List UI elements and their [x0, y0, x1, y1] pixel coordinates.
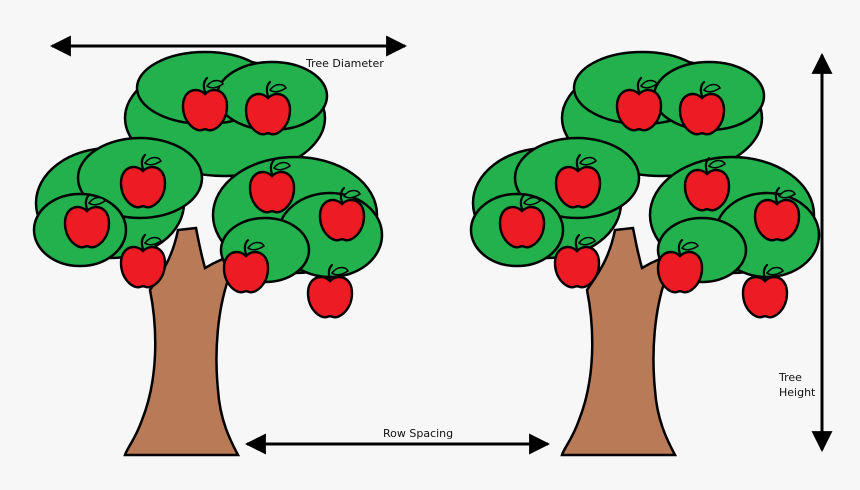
tree-diameter-label: Tree Diameter: [305, 57, 384, 70]
row-spacing-dimension: Row Spacing: [244, 427, 551, 455]
tree-height-label-line2: Height: [779, 386, 816, 399]
tree-height-dimension: Tree Height: [778, 52, 833, 453]
tree-height-label-line1: Tree: [778, 371, 802, 384]
right-tree-trunk: [560, 226, 684, 457]
right-tree: [469, 50, 821, 457]
tree-diameter-dimension: Tree Diameter: [49, 35, 408, 70]
row-spacing-label: Row Spacing: [383, 427, 453, 440]
left-tree: [32, 50, 384, 457]
